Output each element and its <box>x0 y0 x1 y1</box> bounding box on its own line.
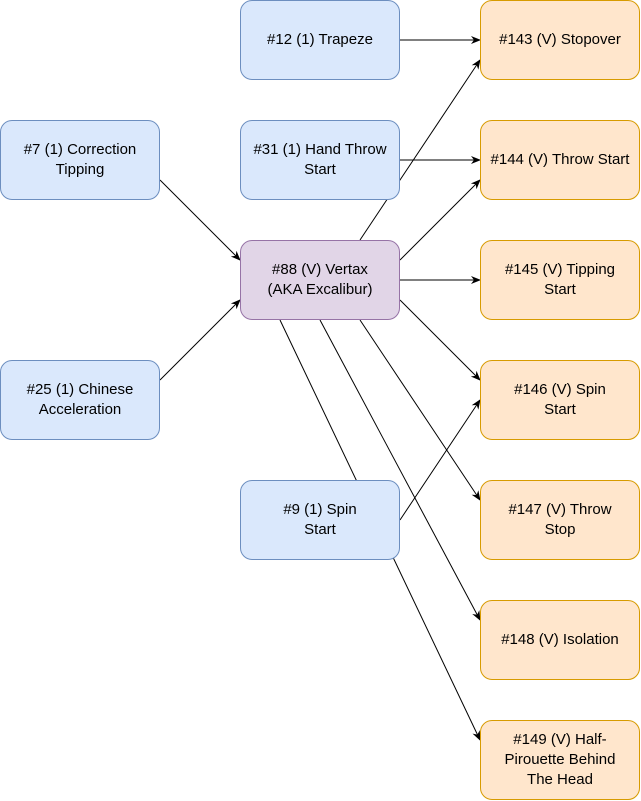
node-label: #25 (1) Chinese Acceleration <box>26 381 134 418</box>
node-label: #9 (1) Spin Start <box>283 501 357 538</box>
node-147-throw-stop[interactable]: #147 (V) Throw Stop <box>480 480 640 560</box>
node-label: #143 (V) Stopover <box>499 31 621 48</box>
node-label: #146 (V) Spin Start <box>514 381 606 418</box>
node-143-stopover[interactable]: #143 (V) Stopover <box>480 0 640 80</box>
node-label: #7 (1) Correction Tipping <box>23 141 137 178</box>
node-label: #147 (V) Throw Stop <box>508 501 612 538</box>
node-149-half-pirouette[interactable]: #149 (V) Half- Pirouette Behind The Head <box>480 720 640 800</box>
node-31-hand-throw-start[interactable]: #31 (1) Hand Throw Start <box>240 120 400 200</box>
node-144-throw-start[interactable]: #144 (V) Throw Start <box>480 120 640 200</box>
edge-88-to-146[interactable] <box>399 299 481 381</box>
node-146-spin-start[interactable]: #146 (V) Spin Start <box>480 360 640 440</box>
edge-88-to-143[interactable] <box>359 59 481 241</box>
node-88-vertax-hub[interactable]: #88 (V) Vertax (AKA Excalibur) <box>240 240 400 320</box>
edge-7-to-88[interactable] <box>159 179 241 261</box>
edge-25-to-88[interactable] <box>159 299 241 381</box>
node-label: #149 (V) Half- Pirouette Behind The Head <box>504 731 616 788</box>
node-25-chinese-acceleration[interactable]: #25 (1) Chinese Acceleration <box>0 360 160 440</box>
edge-88-to-144[interactable] <box>399 179 481 261</box>
node-label: #148 (V) Isolation <box>501 631 619 648</box>
node-label: #88 (V) Vertax (AKA Excalibur) <box>267 261 373 298</box>
edge-9-to-146[interactable] <box>399 399 481 521</box>
node-7-correction-tipping[interactable]: #7 (1) Correction Tipping <box>0 120 160 200</box>
node-label: #31 (1) Hand Throw Start <box>253 141 387 178</box>
edge-88-to-147[interactable] <box>359 319 481 501</box>
node-145-tipping-start[interactable]: #145 (V) Tipping Start <box>480 240 640 320</box>
node-label: #144 (V) Throw Start <box>490 151 630 168</box>
node-12-trapeze[interactable]: #12 (1) Trapeze <box>240 0 400 80</box>
node-label: #12 (1) Trapeze <box>267 31 373 48</box>
edge-88-to-148[interactable] <box>319 319 481 621</box>
node-148-isolation[interactable]: #148 (V) Isolation <box>480 600 640 680</box>
node-label: #145 (V) Tipping Start <box>504 261 616 298</box>
node-9-spin-start[interactable]: #9 (1) Spin Start <box>240 480 400 560</box>
